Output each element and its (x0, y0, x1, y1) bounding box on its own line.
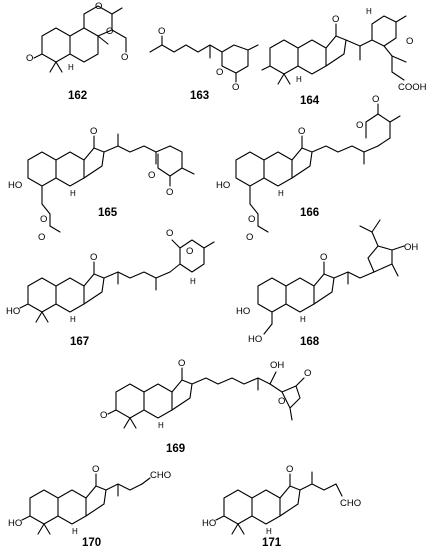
compound-165: O HO O O O O H 165 (8, 126, 195, 243)
compound-label: 171 (262, 537, 282, 549)
h-label: H (300, 315, 306, 324)
h-label: H (266, 527, 272, 536)
compound-167: O O O HO H H 167 (6, 228, 215, 348)
atom-label: O (216, 67, 223, 78)
atom-label: O (332, 14, 339, 25)
atom-label: O (178, 358, 185, 369)
h-label: H (296, 75, 302, 84)
atom-label: COOH (398, 82, 427, 93)
atom-label: O (158, 26, 165, 37)
atom-label: O (38, 232, 45, 243)
h-label: H (366, 7, 372, 16)
atom-label: HO (6, 306, 20, 317)
compound-170: O CHO HO H 170 (8, 464, 171, 549)
compound-168: O OH HO HO H 168 (236, 219, 418, 348)
atom-label: OH (270, 360, 284, 371)
compound-166: O HO O O O O H 166 (216, 94, 401, 243)
atom-label: O (26, 53, 33, 64)
compound-169: O OH O O O H 169 (100, 358, 311, 455)
atom-label: O (286, 464, 293, 475)
h-label: H (190, 277, 196, 286)
atom-label: HO (216, 180, 230, 191)
compound-label: 162 (68, 90, 87, 102)
h-label: H (278, 189, 284, 198)
atom-label: O (304, 368, 311, 379)
compound-164: O O COOH H H 164 (261, 7, 427, 107)
compound-163: O O O 163 (149, 26, 259, 102)
atom-label: O (372, 94, 379, 105)
atom-label: O (298, 126, 305, 137)
compound-label: 166 (300, 207, 319, 219)
compound-171: O CHO HO H 171 (202, 464, 361, 549)
compound-label: 164 (300, 95, 320, 107)
compound-label: 163 (190, 90, 209, 102)
h-label: H (70, 189, 76, 198)
compound-label: 165 (98, 207, 118, 219)
atom-label: O (278, 396, 285, 407)
atom-label: CHO (340, 498, 361, 509)
atom-label: HO (8, 518, 22, 529)
atom-label: O (248, 214, 255, 225)
h-label: H (70, 315, 76, 324)
atom-label: O (40, 214, 47, 225)
atom-label: O (246, 232, 253, 243)
atom-label: O (90, 126, 97, 137)
h-label: H (158, 421, 164, 430)
atom-label: O (148, 170, 155, 181)
atom-label: O (232, 82, 239, 93)
compound-162: O O O O H 162 (26, 1, 128, 102)
atom-label: O (406, 36, 413, 47)
atom-label: CHO (150, 470, 171, 481)
atom-label: O (100, 410, 107, 421)
atom-label: O (320, 252, 327, 263)
atom-label: HO (202, 518, 216, 529)
atom-label: HO (8, 180, 22, 191)
atom-label: O (95, 1, 102, 12)
atom-label: O (166, 187, 173, 198)
atom-label: O (121, 52, 128, 63)
atom-label: OH (404, 242, 418, 253)
atom-label: HO (236, 306, 250, 317)
atom-label: O (166, 228, 173, 239)
atom-label: O (186, 246, 193, 257)
atom-label: HO (248, 334, 262, 345)
compound-label: 167 (70, 336, 89, 348)
atom-label: O (90, 252, 97, 263)
atom-label: O (106, 26, 113, 37)
h-label: H (72, 527, 78, 536)
h-label: H (68, 63, 74, 72)
compound-label: 170 (82, 537, 101, 549)
atom-label: O (356, 120, 363, 131)
compound-label: 168 (300, 336, 320, 348)
atom-label: O (92, 464, 99, 475)
compound-label: 169 (166, 443, 185, 455)
